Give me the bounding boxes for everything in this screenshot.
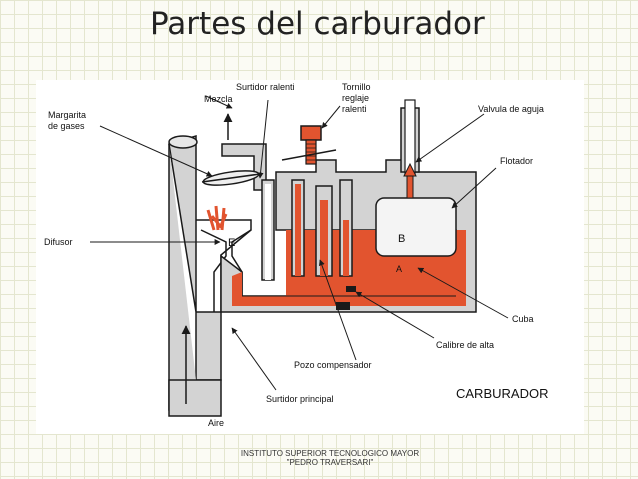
fuel-level bbox=[232, 230, 466, 306]
label-surtidor-principal: Surtidor principal bbox=[266, 394, 334, 404]
label-valvula-aguja: Valvula de aguja bbox=[478, 104, 544, 114]
fuel-spray bbox=[206, 205, 228, 231]
float-chamber bbox=[375, 99, 457, 257]
label-mezcla: Mezcla bbox=[204, 94, 233, 104]
letter-a: A bbox=[396, 264, 402, 274]
throttle-plate bbox=[201, 170, 261, 186]
carburetor-diagram: Mezcla Margarita de gases Surtidor ralen… bbox=[36, 80, 584, 434]
footer-line-2: "PEDRO TRAVERSARI" bbox=[286, 458, 374, 467]
high-jet bbox=[346, 286, 356, 292]
label-flotador: Flotador bbox=[500, 156, 533, 166]
label-cuba: Cuba bbox=[512, 314, 534, 324]
float bbox=[375, 197, 457, 257]
label-tornillo-1: Tornillo bbox=[342, 82, 371, 92]
leader-lines bbox=[90, 95, 509, 391]
label-pozo-compensador: Pozo compensador bbox=[294, 360, 372, 370]
label-difusor: Difusor bbox=[44, 237, 73, 247]
label-margarita-2: de gases bbox=[48, 121, 85, 131]
diagram-heading: CARBURADOR bbox=[456, 386, 548, 401]
wells bbox=[261, 179, 353, 281]
label-aire: Aire bbox=[208, 418, 224, 428]
main-jet bbox=[336, 302, 350, 310]
label-tornillo-3: ralenti bbox=[342, 104, 367, 114]
idle-screw bbox=[281, 125, 337, 165]
letter-e: E bbox=[228, 237, 235, 249]
footer-line-1: INSTITUTO SUPERIOR TECNOLOGICO MAYOR bbox=[240, 449, 420, 458]
letter-b: B bbox=[398, 233, 405, 245]
label-calibre-alta: Calibre de alta bbox=[436, 340, 494, 350]
label-margarita-1: Margarita bbox=[48, 110, 86, 120]
carburetor-svg: Mezcla Margarita de gases Surtidor ralen… bbox=[44, 82, 548, 428]
label-surtidor-ralenti: Surtidor ralenti bbox=[236, 82, 295, 92]
slide-title: Partes del carburador bbox=[150, 6, 485, 42]
label-tornillo-2: reglaje bbox=[342, 93, 369, 103]
footer: INSTITUTO SUPERIOR TECNOLOGICO MAYOR "PE… bbox=[160, 449, 500, 467]
